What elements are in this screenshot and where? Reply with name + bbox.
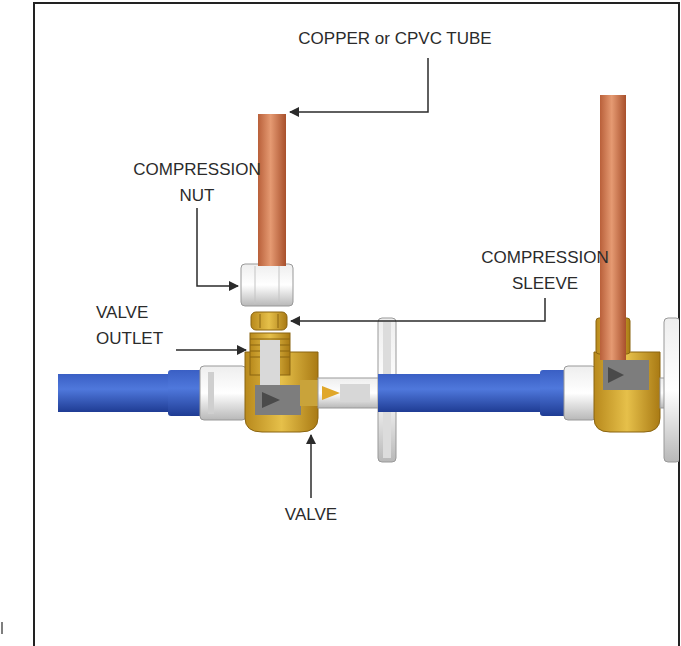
part-label: VALVE OUTLET [96, 300, 178, 352]
part-label: COMPRESSION SLEEVE [470, 245, 620, 297]
part-label: COPPER or CPVC TUBE [265, 26, 525, 52]
part-label: COMPRESSION NUT [127, 157, 267, 209]
part-label: VALVE [271, 502, 351, 528]
